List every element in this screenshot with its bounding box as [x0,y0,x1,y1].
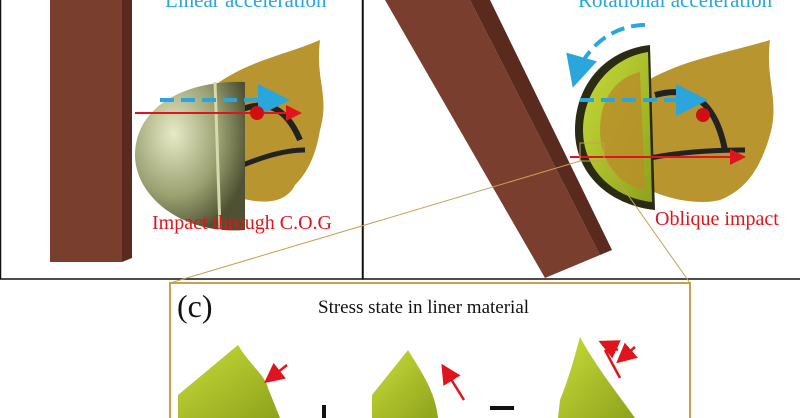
right-panel-border [362,0,800,280]
center-of-gravity-dot-right [696,108,710,122]
helmet-shell-left [135,81,245,231]
panel-c-letter: (c) [177,288,213,324]
oblique-impact-label: Oblique impact [655,208,779,230]
liner-shear-element [372,350,466,418]
impactor-pillar-left [50,0,132,262]
equals-operator [490,406,514,410]
center-of-gravity-dot [250,106,264,120]
plus-operator [322,405,326,418]
callout-region [579,142,605,162]
rotational-acceleration-arrow [566,23,646,88]
linear-acceleration-label: Linear acceleration [165,0,327,12]
head-model-right [640,40,774,202]
liner-compression-element [178,345,288,418]
impactor-beam-right [385,0,612,278]
liner-combined-element [558,337,638,418]
impact-through-cog-label: Impact through C.O.G [152,212,332,234]
panel-c-title: Stress state in liner material [318,297,530,318]
panel-c-border [169,282,691,418]
rotational-acceleration-label: Rotational acceleration [578,0,773,12]
